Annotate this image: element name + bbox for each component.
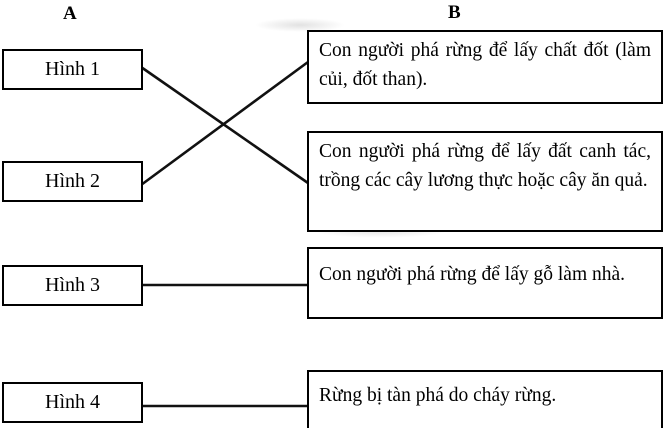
description-box-1-text: Con người phá rừng để lấy chất đốt (làm …: [319, 40, 651, 90]
description-box-2: Con người phá rừng để lấy đất canh tác, …: [307, 131, 663, 232]
label-box-hinh-4: Hình 4: [2, 382, 143, 423]
label-box-hinh-2: Hình 2: [2, 161, 143, 202]
label-box-hinh-1: Hình 1: [2, 49, 143, 90]
description-box-4: Rừng bị tàn phá do cháy rừng.: [307, 370, 663, 428]
column-a-header: A: [63, 3, 77, 24]
label-box-hinh-4-text: Hình 4: [45, 391, 100, 413]
column-b-header: B: [448, 2, 461, 23]
description-box-3: Con người phá rừng để lấy gỗ làm nhà.: [307, 247, 663, 319]
description-box-2-text: Con người phá rừng để lấy đất canh tác, …: [319, 141, 651, 191]
connector-line-hinh2-to-item1: [140, 60, 309, 187]
description-box-4-text: Rừng bị tàn phá do cháy rừng.: [319, 385, 557, 406]
description-box-1: Con người phá rừng để lấy chất đốt (làm …: [307, 30, 663, 104]
label-box-hinh-1-text: Hình 1: [45, 58, 100, 80]
description-box-3-text: Con người phá rừng để lấy gỗ làm nhà.: [319, 264, 626, 285]
label-box-hinh-3: Hình 3: [2, 265, 143, 306]
label-box-hinh-2-text: Hình 2: [45, 170, 100, 192]
label-box-hinh-3-text: Hình 3: [45, 274, 100, 296]
